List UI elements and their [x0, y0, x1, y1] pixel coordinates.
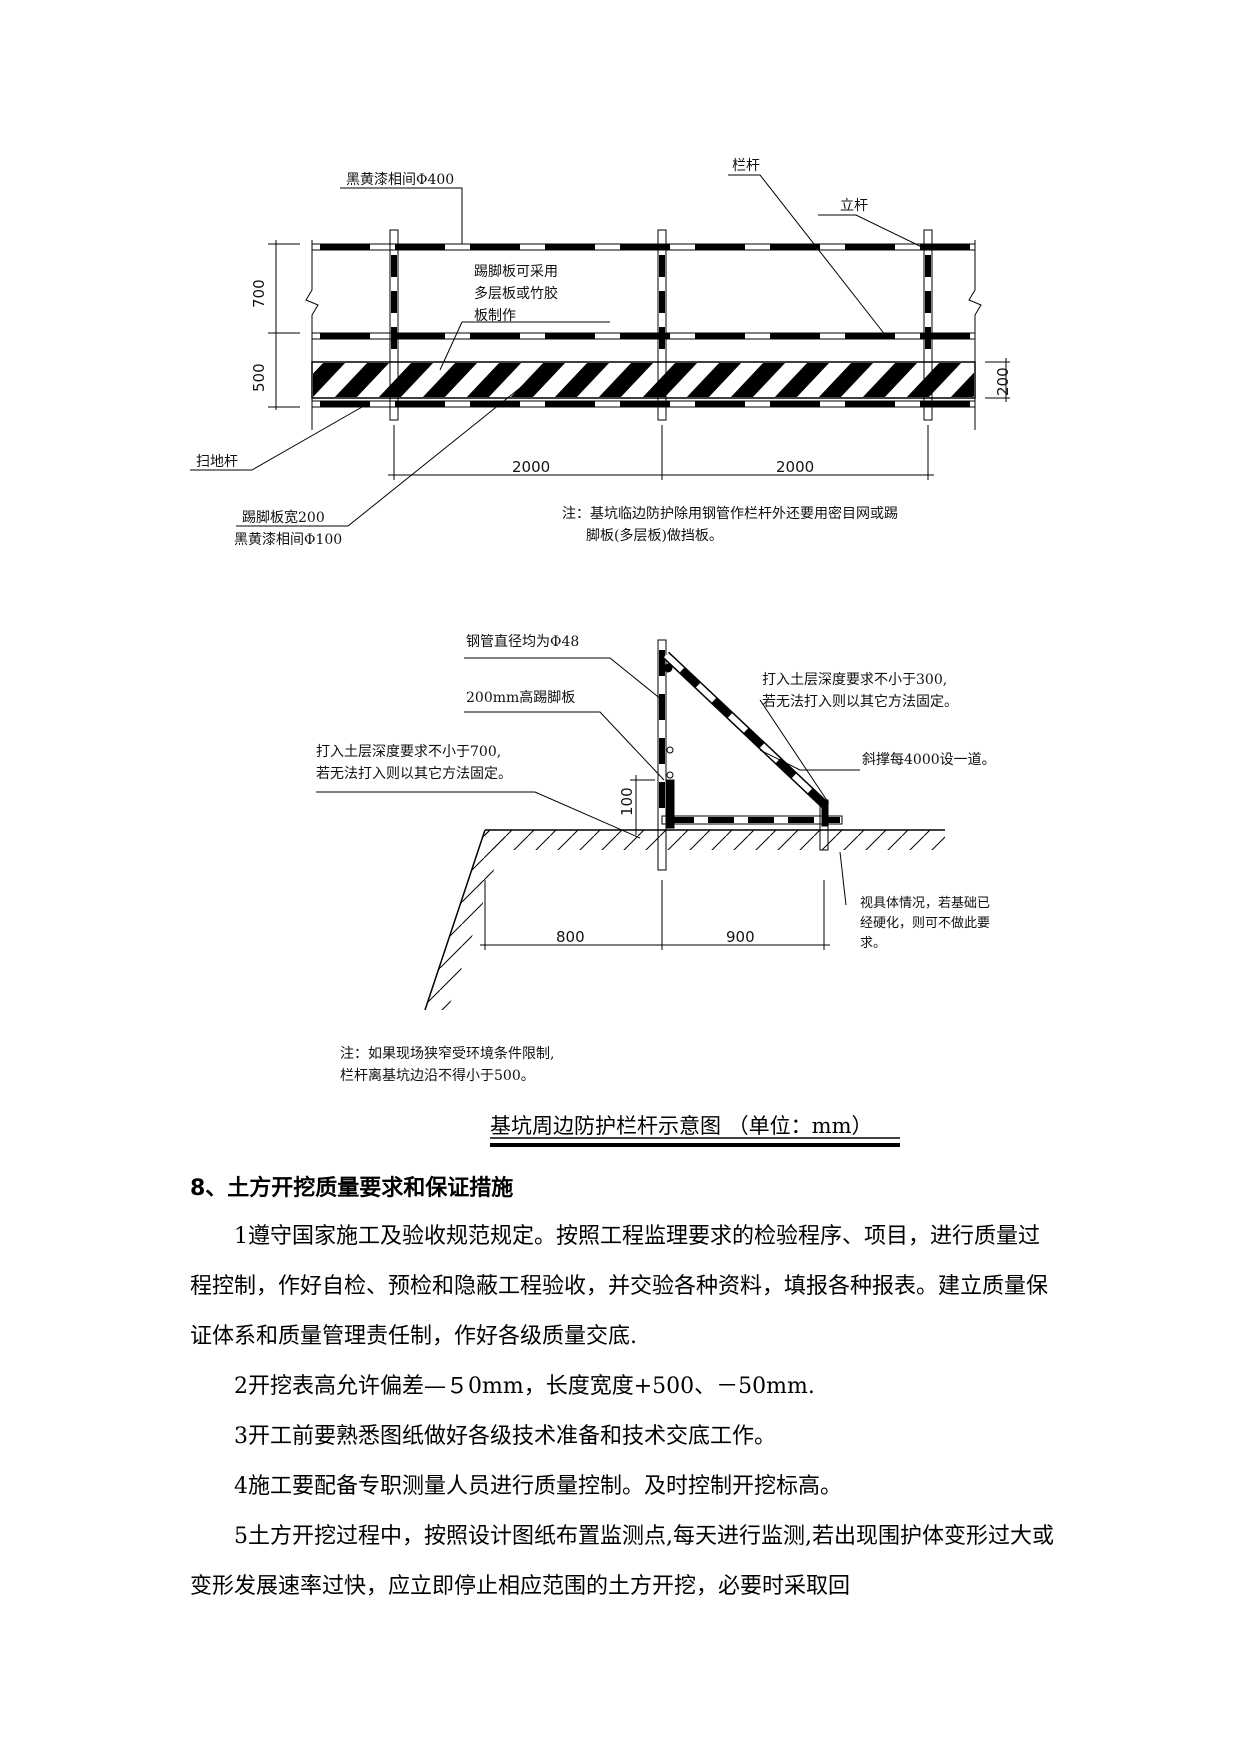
figure2-note-1: 注：如果现场狭窄受环境条件限制,	[340, 1046, 555, 1062]
figure1-note-1: 注：基坑临边防护除用钢管作栏杆外还要用密目网或踢	[562, 506, 898, 522]
toe-board-stripe	[334, 363, 390, 397]
label-hardened-3: 求。	[860, 936, 887, 951]
label-paint-100: 黑黄漆相间Φ100	[234, 532, 343, 548]
toe-board-stripe	[378, 363, 434, 397]
dim-500: 500	[250, 363, 268, 392]
toe-board-stripe	[313, 363, 346, 397]
section-body: 1遵守国家施工及验收规范规定。按照工程监理要求的检验程序、项目，进行质量过程控制…	[190, 1212, 1060, 1612]
toe-board-stripe	[818, 363, 874, 397]
label-toe-material-2: 多层板或竹胶	[474, 286, 558, 302]
toe-board-stripe	[862, 363, 918, 397]
guardrail-drawing	[190, 174, 1010, 1147]
guardrail-figure: 黑黄漆相间Φ400 栏杆 立杆 踢脚板可采用 多层板或竹胶 板制作 扫地杆 踢脚…	[190, 158, 1012, 1147]
paragraph-4: 4施工要配备专职测量人员进行质量控制。及时控制开挖标高。	[234, 1474, 842, 1499]
paragraph-1: 1遵守国家施工及验收规范规定。按照工程监理要求的检验程序、项目，进行质量过程控制…	[190, 1224, 1049, 1349]
toe-board-stripe	[642, 363, 698, 397]
label-pipe-diameter: 钢管直径均为Φ48	[466, 634, 580, 650]
label-depth-300-1: 打入土层深度要求不小于300,	[762, 672, 948, 688]
toe-board-stripe	[950, 372, 974, 397]
label-depth-700-1: 打入土层深度要求不小于700,	[316, 744, 502, 760]
label-rail: 栏杆	[732, 158, 760, 174]
dim-200: 200	[994, 367, 1012, 396]
label-paint-400: 黑黄漆相间Φ400	[346, 172, 455, 188]
dim-700: 700	[250, 279, 268, 308]
elevation-view	[190, 174, 1010, 527]
dim-900: 900	[726, 928, 755, 946]
label-brace: 斜撑每4000设一道。	[862, 752, 996, 768]
figure2-note-2: 栏杆离基坑边沿不得小于500。	[340, 1068, 535, 1084]
label-depth-700-2: 若无法打入则以其它方法固定。	[316, 766, 512, 782]
label-hardened-1: 视具体情况，若基础已	[860, 896, 991, 911]
label-sweep-rod: 扫地杆	[196, 454, 238, 470]
figure1-note-2: 脚板(多层板)做挡板。	[586, 528, 723, 544]
label-depth-300-2: 若无法打入则以其它方法固定。	[762, 694, 958, 710]
dim-800: 800	[556, 928, 585, 946]
dim-span-2: 2000	[776, 458, 815, 476]
section-view	[316, 639, 945, 1147]
toe-board-stripe	[774, 363, 830, 397]
label-toe-material-1: 踢脚板可采用	[474, 264, 558, 280]
toe-board-stripe	[554, 363, 610, 397]
toe-board-stripe	[598, 363, 654, 397]
section-heading: 8、土方开挖质量要求和保证措施	[190, 1176, 514, 1201]
label-toe-material-3: 板制作	[474, 308, 516, 324]
toe-board-stripe	[466, 363, 522, 397]
toe-board-stripe	[510, 363, 566, 397]
label-toe-200: 200mm高踢脚板	[466, 690, 576, 706]
label-hardened-2: 经硬化，则可不做此要	[860, 916, 991, 931]
toe-board-stripe	[906, 363, 962, 397]
dim-100: 100	[618, 787, 636, 816]
toe-board-stripe	[686, 363, 742, 397]
toe-board-stripes	[313, 363, 974, 397]
toe-board-stripe	[730, 363, 786, 397]
label-toe-width: 踢脚板宽200	[242, 510, 325, 526]
paragraph-3: 3开工前要熟悉图纸做好各级技术准备和技术交底工作。	[234, 1424, 776, 1449]
paragraph-2: 2开挖表高允许偏差—５0mm，长度宽度+500、－50mm.	[234, 1374, 815, 1399]
figure-caption: 基坑周边防护栏杆示意图 （单位：mm）	[490, 1114, 873, 1138]
toe-board-stripe	[422, 363, 478, 397]
paragraph-5: 5土方开挖过程中，按照设计图纸布置监测点,每天进行监测,若出现围护体变形过大或变…	[190, 1524, 1054, 1599]
label-post: 立杆	[840, 198, 868, 214]
dim-span-1: 2000	[512, 458, 551, 476]
